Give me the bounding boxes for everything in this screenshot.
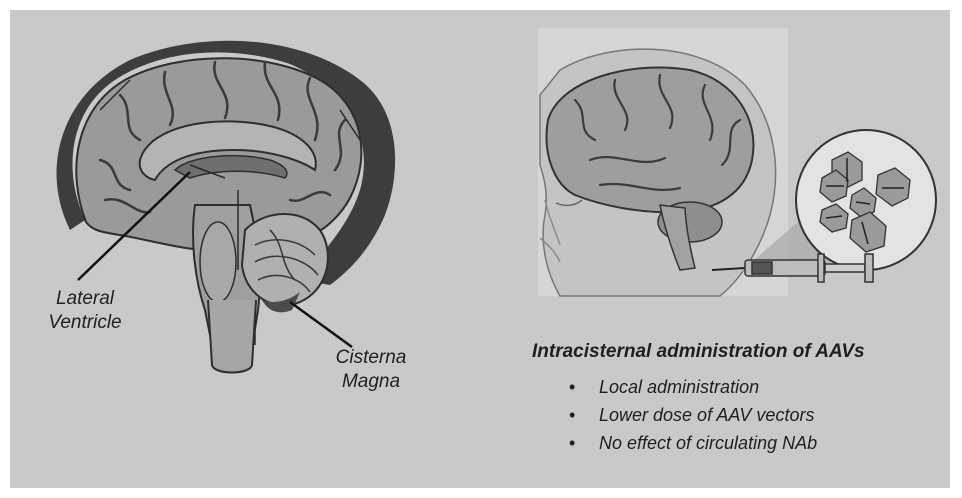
cisterna-magna-label-line2: Magna	[326, 370, 416, 394]
benefit-item: • Local administration	[566, 373, 817, 401]
lateral-ventricle-label-line1: Lateral	[40, 287, 130, 311]
benefit-item: • Lower dose of AAV vectors	[566, 401, 817, 429]
bullet-icon: •	[569, 401, 575, 429]
benefit-text: No effect of circulating NAb	[599, 433, 817, 453]
administration-title: Intracisternal administration of AAVs	[532, 341, 865, 363]
spinal-cord	[208, 300, 256, 373]
benefit-text: Lower dose of AAV vectors	[599, 405, 814, 425]
benefit-item: • No effect of circulating NAb	[566, 429, 817, 457]
lateral-ventricle-label-line2: Ventricle	[40, 311, 130, 335]
head-injection-illustration	[538, 28, 936, 296]
benefits-list: • Local administration • Lower dose of AAV…	[566, 373, 817, 457]
benefit-text: Local administration	[599, 377, 759, 397]
cisterna-magna-label-line1: Cisterna	[326, 346, 416, 370]
cerebellum	[242, 214, 328, 305]
head-brain	[547, 67, 754, 212]
lateral-ventricle-label: Lateral Ventricle	[40, 287, 130, 335]
pons	[200, 222, 236, 302]
cisterna-magna-pointer	[290, 302, 352, 347]
cisterna-magna-label: Cisterna Magna	[326, 346, 416, 394]
bullet-icon: •	[569, 429, 575, 457]
bullet-icon: •	[569, 373, 575, 401]
